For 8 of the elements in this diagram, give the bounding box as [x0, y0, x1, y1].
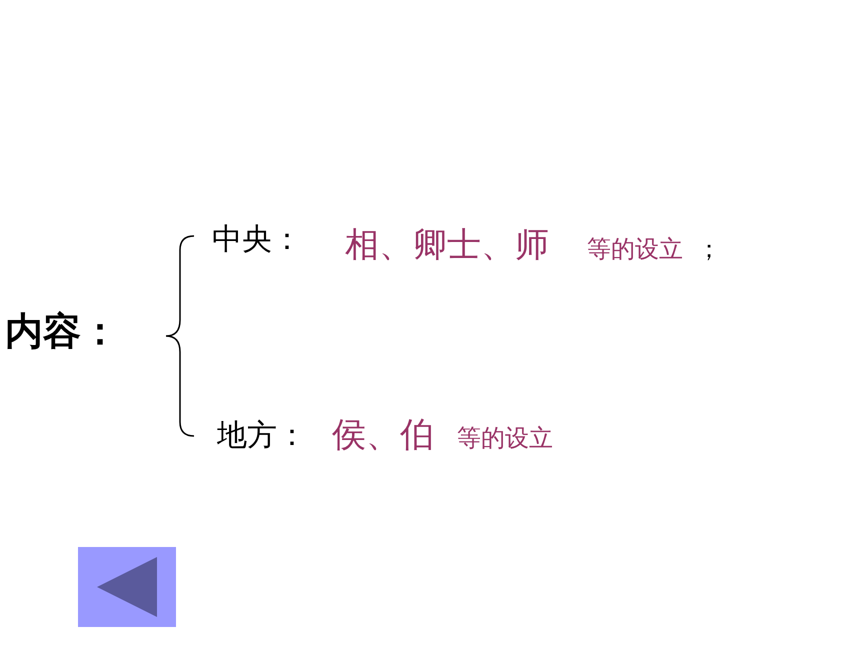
category-label: 中央：	[212, 225, 302, 255]
punctuation: ；	[697, 237, 721, 261]
topic-heading: 内容：	[5, 312, 119, 350]
item-note: 等的设立	[587, 237, 683, 261]
item-note: 等的设立	[457, 426, 553, 450]
item-text: 相、卿士、师	[345, 228, 549, 262]
category-label: 地方：	[217, 421, 307, 451]
item-text: 侯、伯	[332, 418, 434, 452]
